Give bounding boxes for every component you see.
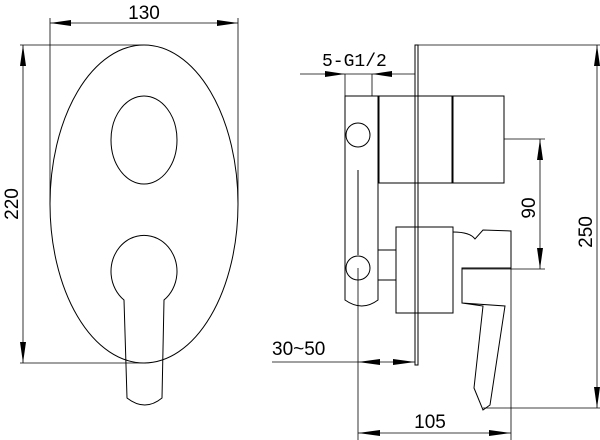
cartridge-neck (377, 249, 397, 281)
arrowhead (537, 139, 543, 160)
cartridge-front (417, 226, 454, 314)
arrowhead (358, 430, 380, 436)
depth-range-label: 30~50 (272, 339, 325, 360)
valve-body-rear (344, 95, 379, 307)
arrowhead (393, 359, 415, 365)
diverter-knob-side (452, 95, 505, 184)
arrowhead (489, 430, 511, 436)
arrowhead (358, 359, 380, 365)
projection-label: 105 (414, 412, 446, 433)
thread-label: 5-G1/2 (322, 52, 387, 72)
diverter-body (378, 95, 453, 184)
arrowhead (20, 342, 26, 363)
wall-plate (414, 44, 419, 366)
front-view: 130 220 (2, 3, 239, 406)
width-label: 130 (128, 3, 160, 24)
arrowhead (50, 20, 71, 26)
arrowhead (217, 20, 238, 26)
arrowhead (20, 45, 26, 66)
arrowhead (594, 387, 600, 408)
diverter-knob (110, 95, 178, 185)
total-height-label: 250 (576, 216, 597, 248)
arrowhead (325, 71, 345, 77)
lever-handle-side (452, 229, 512, 411)
offset-label: 90 (519, 197, 540, 218)
inlet-port (345, 122, 371, 148)
height-label: 220 (2, 188, 23, 220)
arrowhead (594, 45, 600, 66)
arrowhead (372, 71, 392, 77)
arrowhead (537, 248, 543, 269)
lever-handle (110, 234, 178, 406)
cover-plate-outline (49, 44, 239, 364)
side-view: 5-G1/2 90 250 30~50 105 (272, 44, 600, 440)
